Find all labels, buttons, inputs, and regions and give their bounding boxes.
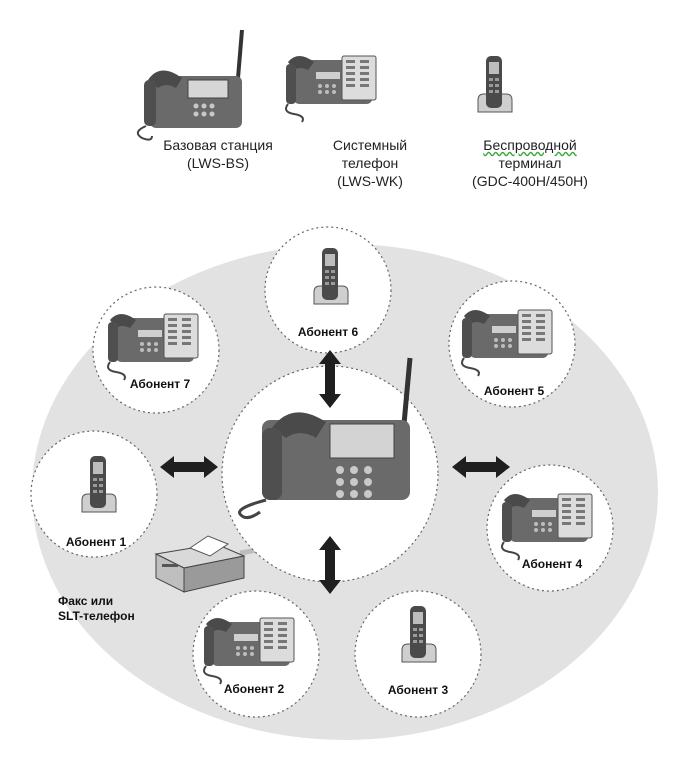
label-abonent-1: Абонент 1 xyxy=(65,535,127,549)
base-station-icon xyxy=(136,29,244,141)
node-abonent-3 xyxy=(354,590,482,718)
desk-phone-icon xyxy=(285,55,377,123)
label-abonent-5: Абонент 5 xyxy=(483,384,545,398)
node-abonent-6 xyxy=(264,226,392,354)
fax-label: Факс или SLT-телефон xyxy=(58,594,135,623)
fax-machine-icon xyxy=(154,535,246,593)
label-abonent-6: Абонент 6 xyxy=(297,325,359,339)
label-abonent-7: Абонент 7 xyxy=(129,377,191,391)
node-abonent-1 xyxy=(30,430,158,558)
node-abonent-4 xyxy=(486,464,614,592)
node-abonent-2 xyxy=(192,590,320,718)
legend-wireless-label: Беспроводной терминал (GDC-400H/450H) xyxy=(472,137,588,189)
legend-system-label: Системный телефон (LWS-WK) xyxy=(332,137,408,189)
label-abonent-2: Абонент 2 xyxy=(223,682,285,696)
label-abonent-4: Абонент 4 xyxy=(521,557,583,571)
legend-base-label: Базовая станция (LWS-BS) xyxy=(163,137,273,171)
cordless-handset-icon xyxy=(477,55,513,113)
node-abonent-5 xyxy=(448,280,576,408)
base-station-hub xyxy=(221,357,439,583)
label-abonent-3: Абонент 3 xyxy=(387,683,449,697)
node-abonent-7 xyxy=(92,286,220,414)
